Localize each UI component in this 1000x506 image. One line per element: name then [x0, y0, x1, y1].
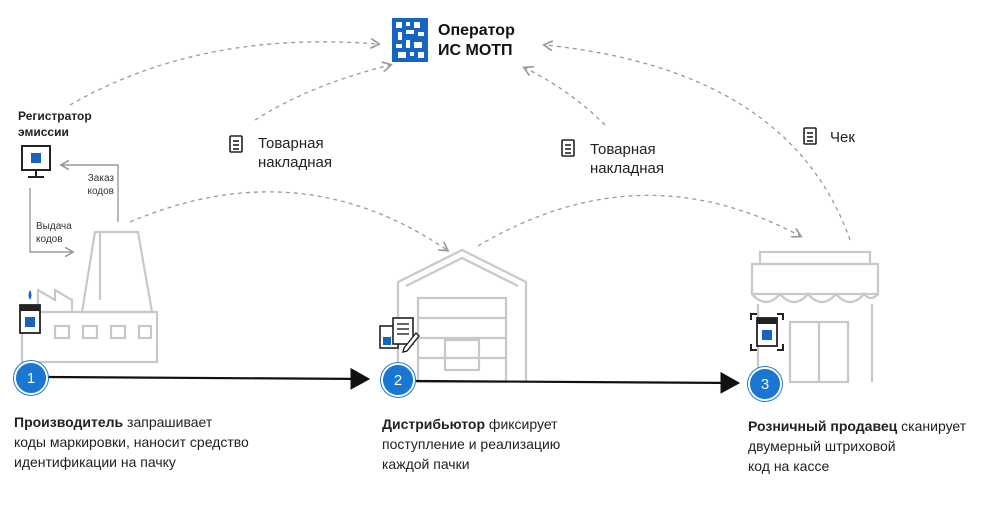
step-1-caption: Производитель запрашивает коды маркировк… — [14, 412, 314, 472]
operator-system: ИС МОТП — [438, 42, 513, 59]
monitor-icon — [21, 145, 51, 178]
order-codes-label: Заказ кодов — [82, 172, 114, 198]
clipboard-icon — [229, 135, 243, 153]
cigarette-pack-icon — [19, 290, 41, 334]
step-3-text-2: двумерный штриховой — [748, 438, 896, 454]
registrar-label: Регистратор эмиссии — [18, 108, 92, 140]
step-2-text-2: поступление и реализацию — [382, 436, 561, 452]
receipt-icon — [803, 127, 817, 145]
registrar-line-2: эмиссии — [18, 125, 69, 139]
issue-codes-line-1: Выдача — [36, 221, 72, 232]
receipt-label: Чек — [830, 129, 855, 146]
step-1-actor: Производитель — [14, 414, 124, 430]
dashed-retailer-to-operator — [545, 45, 851, 241]
step-1-text-2: коды маркировки, наносит средство — [14, 434, 249, 450]
scan-pack-icon — [750, 313, 784, 351]
operator-logo — [392, 18, 428, 62]
step-2-caption: Дистрибьютор фиксирует поступление и реа… — [382, 414, 642, 474]
dashed-waybill2-to-operator — [525, 68, 606, 126]
dashed-registrar-to-operator — [69, 42, 378, 106]
operator-label: Оператор ИС МОТП — [438, 21, 515, 61]
step-1-text-1: запрашивает — [123, 414, 213, 430]
shop-building — [750, 250, 880, 384]
waybill-2-label: Товарная накладная — [590, 140, 664, 178]
factory-building — [20, 230, 159, 364]
issue-codes-label: Выдача кодов — [36, 220, 72, 246]
registrar-code-arrows — [29, 165, 119, 252]
step-2-actor: Дистрибьютор — [382, 416, 486, 432]
arrow-1-to-2 — [47, 367, 371, 390]
step-2-text-3: каждой пачки — [382, 456, 470, 472]
dashed-warehouse-to-retailer — [477, 194, 800, 247]
waybill-2-line-2: накладная — [590, 160, 664, 177]
clipboard-icon — [561, 139, 575, 157]
documents-icon — [379, 317, 420, 353]
waybill-1-line-1: Товарная — [258, 135, 324, 152]
waybill-1-label: Товарная накладная — [258, 134, 332, 172]
issue-codes-line-2: кодов — [36, 234, 63, 245]
dashed-factory-to-warehouse — [129, 191, 447, 250]
step-1-badge: 1 — [14, 361, 48, 395]
step-3-text-3: код на кассе — [748, 458, 830, 474]
waybill-1-line-2: накладная — [258, 154, 332, 171]
step-2-text-1: фиксирует — [485, 416, 558, 432]
order-codes-arrow — [62, 165, 119, 222]
order-codes-line-2: кодов — [87, 186, 114, 197]
step-2-badge: 2 — [381, 363, 415, 397]
step-1-text-3: идентификации на пачку — [14, 454, 176, 470]
dashed-waybill1-to-operator — [254, 65, 390, 121]
order-codes-line-1: Заказ — [87, 173, 114, 184]
issue-codes-arrow — [29, 188, 72, 252]
step-3-text-1: сканирует — [897, 418, 967, 434]
registrar-line-1: Регистратор — [18, 109, 92, 123]
waybill-2-line-1: Товарная — [590, 141, 656, 158]
arrow-2-to-3 — [413, 371, 741, 394]
warehouse-building — [396, 248, 528, 384]
operator-name: Оператор — [438, 22, 515, 39]
dashed-arrows — [69, 42, 851, 250]
step-3-caption: Розничный продавец сканирует двумерный ш… — [748, 416, 996, 476]
flow-arrows — [47, 367, 741, 394]
step-3-badge: 3 — [748, 367, 782, 401]
step-3-actor: Розничный продавец — [748, 418, 898, 434]
